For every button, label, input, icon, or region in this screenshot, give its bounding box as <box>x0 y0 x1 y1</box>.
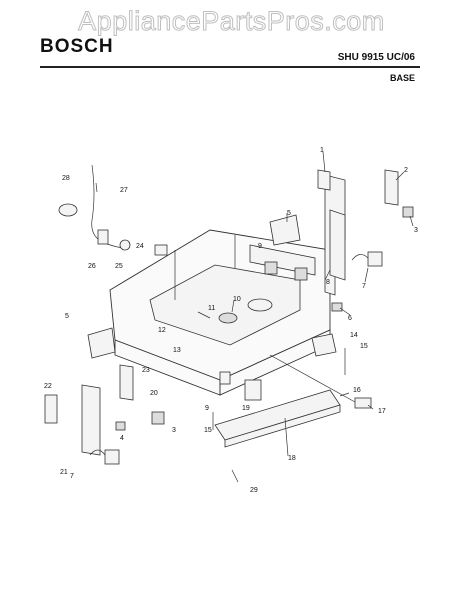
bracket-23 <box>119 364 134 401</box>
callout-20: 20 <box>150 390 158 397</box>
section-title: BASE <box>389 73 415 83</box>
callout-29: 29 <box>250 487 258 494</box>
leader-lines <box>95 151 414 457</box>
callout-25: 25 <box>115 263 123 270</box>
switch-wire <box>351 254 369 261</box>
callout-7: 7 <box>362 283 366 290</box>
callout-15: 15 <box>360 343 368 350</box>
rod-16 <box>269 354 356 403</box>
callout-11: 11 <box>208 305 215 312</box>
callout-24: 24 <box>136 243 144 250</box>
part-25 <box>119 239 131 251</box>
callout-7-left: 7 <box>70 473 74 480</box>
callout-15-bottom: 15 <box>204 427 212 434</box>
callout-9: 9 <box>205 405 209 412</box>
switch-wire-left <box>89 449 106 456</box>
callout-5-left: 5 <box>65 313 69 320</box>
callout-13: 13 <box>173 347 181 354</box>
callout-6: 6 <box>348 315 352 322</box>
switch-7 <box>367 251 383 267</box>
callout-22: 22 <box>44 383 52 390</box>
part-4-left <box>115 421 126 431</box>
hose-27 <box>91 164 131 249</box>
part-24 <box>154 244 168 256</box>
part-26 <box>97 229 109 245</box>
part-3 <box>151 411 165 425</box>
side-bracket-right <box>317 169 346 296</box>
callout-21: 21 <box>60 469 68 476</box>
callout-18: 18 <box>288 455 296 462</box>
model-number: SHU 9915 UC/06 <box>337 52 415 63</box>
plinth-18-edge <box>224 404 341 448</box>
callout-10: 10 <box>233 296 241 303</box>
bracket-5-left <box>87 327 116 359</box>
callout-14: 14 <box>350 332 358 339</box>
callout-19: 19 <box>242 405 250 412</box>
part-17 <box>354 397 372 409</box>
callout-3: 3 <box>414 227 418 234</box>
callout-5: 5 <box>287 210 291 217</box>
callout-28: 28 <box>62 175 70 182</box>
screw-29 <box>231 469 239 483</box>
callout-23: 23 <box>142 367 150 374</box>
brand-logo: BOSCH <box>40 36 114 57</box>
callout-27: 27 <box>120 187 128 194</box>
clamp-28 <box>58 203 78 217</box>
callout-12: 12 <box>158 327 166 334</box>
header-rule <box>40 66 420 68</box>
part-4 <box>331 302 343 312</box>
base-frame <box>109 229 331 396</box>
switch-7-left <box>104 449 120 465</box>
callout-4: 4 <box>120 435 124 442</box>
callout-1: 1 <box>320 147 324 154</box>
clip-3 <box>402 206 414 218</box>
bracket-21 <box>81 384 101 456</box>
part-14 <box>311 333 337 357</box>
bracket-2 <box>384 169 399 206</box>
watermark: AppliancePartsPros.com <box>78 6 385 37</box>
callout-8-top: 9 <box>258 243 262 250</box>
callout-26: 26 <box>88 263 96 270</box>
callout-16: 16 <box>353 387 361 394</box>
callout-labels: 1 2 3 4 5 6 7 8 9 10 11 12 13 14 15 16 1… <box>44 147 418 494</box>
callout-3-center: 3 <box>172 427 176 434</box>
bracket-5-top <box>269 214 301 246</box>
part-9 <box>219 371 231 385</box>
part-19 <box>244 379 262 401</box>
panel-22 <box>44 394 58 424</box>
callout-17: 17 <box>378 408 386 415</box>
callout-8: 8 <box>326 279 330 286</box>
callout-2: 2 <box>404 167 408 174</box>
